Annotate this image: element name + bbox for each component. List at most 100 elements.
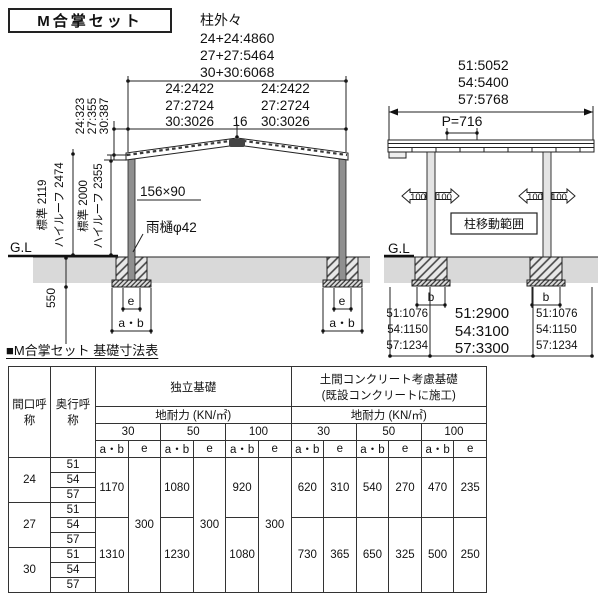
dim-text-eave-height: 標準 2119 xyxy=(35,180,49,231)
data-cell: 300 xyxy=(192,457,227,593)
roof-band xyxy=(387,139,595,159)
dim-bottom-frame xyxy=(388,287,594,358)
dim-text-rise: 24:323 xyxy=(73,97,87,134)
dim-text-post-height: 標準 2000 xyxy=(76,180,90,232)
foundation-left xyxy=(411,256,451,287)
header-group-independent: 独立基礎 xyxy=(95,366,292,407)
header-load: 100 xyxy=(420,423,488,441)
data-cell: 365 xyxy=(323,517,357,593)
gable-roof xyxy=(125,137,349,161)
dim-text: 51:1076 xyxy=(536,308,578,320)
front-view: 柱外々 24+24:4860 27+27:5464 30+30:6068 24:… xyxy=(8,12,370,344)
data-cell: 235 xyxy=(453,457,488,518)
row-label-depth: 54 xyxy=(50,472,96,488)
dim-text: 30:3026 xyxy=(261,114,310,129)
header-ab: a・b xyxy=(225,440,259,458)
arrow-label: 100 xyxy=(551,192,567,203)
table-title: ■M合掌セット 基礎寸法表 xyxy=(6,343,159,358)
data-cell: 470 xyxy=(420,457,455,518)
dim-text: 51:1076 xyxy=(386,308,428,320)
header-e: e xyxy=(453,440,488,458)
data-cell: 300 xyxy=(257,457,292,593)
header-group-slab-line2: (既設コンクリートに施工) xyxy=(321,389,456,402)
dim-text-e: e xyxy=(339,294,346,308)
table-row: 57 xyxy=(9,532,487,548)
row-label-width: 24 xyxy=(8,457,51,503)
data-cell: 1230 xyxy=(160,517,194,593)
data-cell: 1080 xyxy=(225,517,259,593)
header-load: 100 xyxy=(225,423,292,441)
data-cell: 650 xyxy=(355,517,390,593)
post-right xyxy=(338,152,347,281)
row-label-depth: 51 xyxy=(50,457,96,473)
post-left xyxy=(127,152,136,281)
sheet-title: M合掌セット xyxy=(37,13,143,30)
data-cell: 500 xyxy=(420,517,455,593)
header-e: e xyxy=(257,440,292,458)
arrow-label: 100 xyxy=(527,192,543,203)
table-row: 30 51 xyxy=(8,547,487,593)
header-group-slab: 土間コンクリート考慮基礎 (既設コンクリートに施工) xyxy=(290,366,488,407)
dim-text: 57:1234 xyxy=(536,340,578,352)
header-ab: a・b xyxy=(290,440,325,458)
ground-band xyxy=(33,257,370,283)
dim-label-pillar-outer: 柱外々 xyxy=(200,12,242,28)
header-group-slab-line1: 土間コンクリート考慮基礎 xyxy=(319,373,458,386)
data-cell: 1080 xyxy=(160,457,194,518)
header-ab: a・b xyxy=(160,440,194,458)
header-load: 50 xyxy=(160,423,227,441)
dim-line-depth xyxy=(64,256,68,344)
data-cell: 620 xyxy=(290,457,325,518)
arrow-label: 100 xyxy=(436,192,452,203)
dim-text-ab: a・b xyxy=(329,316,355,330)
dim-text-e: e xyxy=(128,294,135,308)
range-label: 柱移動範囲 xyxy=(464,216,524,231)
dim-text: 54:3100 xyxy=(455,323,509,340)
data-cell: 1310 xyxy=(95,517,129,593)
header-ab: a・b xyxy=(95,440,129,458)
header-e: e xyxy=(323,440,357,458)
dim-text-b: b xyxy=(543,290,550,304)
dim-b-right xyxy=(530,287,562,308)
dim-text: 24:2422 xyxy=(261,81,310,96)
dim-e-ab-right xyxy=(321,288,364,334)
dim-text: 24:2422 xyxy=(165,81,214,96)
table-row: 27 51 xyxy=(8,502,487,548)
table-row: 54 xyxy=(9,562,487,578)
sheet-title-box: M合掌セット xyxy=(8,8,172,33)
dim-e-ab-left xyxy=(110,288,153,334)
dim-text: 30:3026 xyxy=(165,114,214,129)
header-col-width: 間口呼称 xyxy=(8,366,51,458)
dim-text-rise: 30:387 xyxy=(97,97,111,134)
dim-text: 27:2724 xyxy=(261,98,310,113)
header-e: e xyxy=(192,440,227,458)
dim-text: 57:3300 xyxy=(455,340,509,357)
dim-text: 54:5400 xyxy=(458,74,509,90)
movement-arrows: 100 100 100 100 xyxy=(401,187,576,205)
data-cell: 540 xyxy=(355,457,390,518)
gl-label: G.L xyxy=(10,240,32,255)
dim-line-overall xyxy=(126,76,348,152)
foundation-spec-table: 間口呼称 奥行呼称 独立基礎 土間コンクリート考慮基礎 (既設コンクリートに施工… xyxy=(8,366,488,593)
ridge-connector xyxy=(229,139,245,147)
row-label-depth: 54 xyxy=(50,562,96,578)
data-cell: 920 xyxy=(225,457,259,518)
dim-text: 24+24:4860 xyxy=(200,30,275,46)
arrow-label: 100 xyxy=(410,192,426,203)
dim-text: 54:1150 xyxy=(536,324,577,336)
header-e: e xyxy=(127,440,162,458)
data-cell: 300 xyxy=(127,457,162,593)
table-row: 24 51 1170 300 1080 300 920 300 620 310 … xyxy=(8,457,488,593)
foundation-right xyxy=(526,256,566,287)
beam-size-label: 156×90 xyxy=(140,184,185,199)
dim-text: 51:2900 xyxy=(455,305,509,322)
dim-text: 27+27:5464 xyxy=(200,47,275,63)
row-label-depth: 57 xyxy=(50,532,96,548)
header-load: 30 xyxy=(94,423,162,441)
row-label-depth: 57 xyxy=(50,487,96,503)
range-box xyxy=(450,212,538,235)
data-cell: 250 xyxy=(453,517,488,593)
dim-text-rise: 27:355 xyxy=(85,97,99,134)
dim-text: 54:1150 xyxy=(387,324,428,336)
